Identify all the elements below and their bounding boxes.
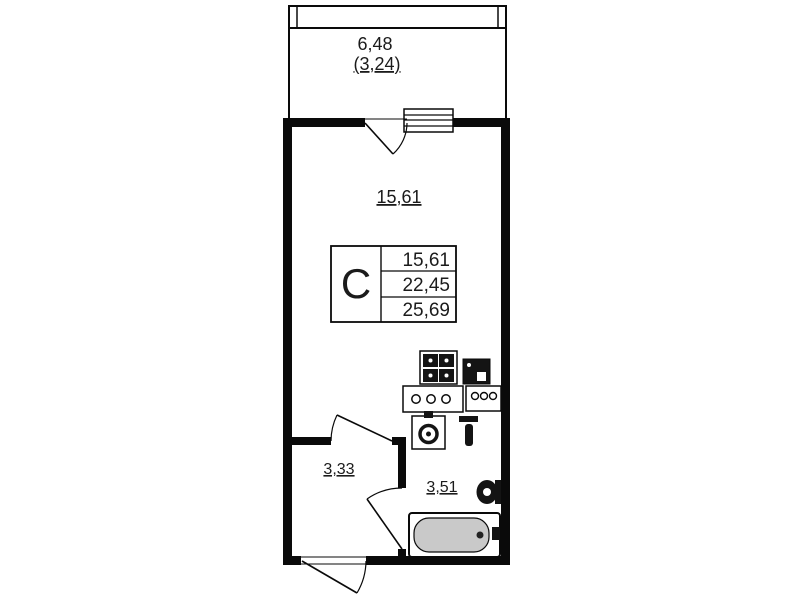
interior-wall-hall-left	[292, 437, 331, 445]
bathtub-inner	[413, 517, 490, 553]
legend-table: C 15,61 22,45 25,69	[330, 245, 457, 323]
balcony-area-label: 6,48	[357, 34, 392, 54]
balcony-reduced-area-label: (3,24)	[353, 54, 400, 74]
kitchen-fixtures	[402, 350, 502, 450]
sink-drain-ring	[418, 423, 439, 445]
stove	[419, 350, 458, 385]
balcony-door-arc	[392, 122, 408, 155]
legend-row-living-area: 15,61	[402, 250, 450, 271]
legend-row-apartment-area: 22,45	[402, 275, 450, 296]
bathroom-door-leaf	[366, 498, 403, 550]
entry-door-arc	[356, 560, 367, 594]
hallway-door	[330, 414, 393, 442]
living-room-area-label: 15,61	[376, 187, 421, 207]
wall-bottom-right	[366, 556, 510, 565]
balcony-door-leaf	[364, 122, 394, 155]
bathroom-fixtures	[408, 480, 501, 558]
bathtub-mixer	[492, 527, 500, 540]
burner-dot	[444, 358, 449, 363]
wall-top-right	[452, 118, 510, 127]
sink-tap	[424, 411, 433, 418]
water-heater-bar	[459, 416, 478, 422]
hallway-door-leaf	[336, 414, 393, 442]
wall-left	[283, 118, 292, 565]
interior-wall-hall-right	[392, 437, 406, 445]
oven-dot	[467, 363, 471, 367]
burner-dot	[428, 358, 433, 363]
oven	[462, 358, 491, 385]
window-symbol	[403, 108, 454, 133]
bathroom-door-arc	[366, 487, 403, 500]
toilet-bowl-center	[483, 488, 491, 496]
hallway-door-arc	[330, 414, 338, 442]
legend-box	[330, 245, 457, 323]
interior-walls	[292, 437, 406, 556]
bathtub	[408, 512, 501, 558]
kitchen-sink	[411, 411, 446, 450]
wall-right	[501, 118, 510, 565]
burner-dot	[428, 373, 433, 378]
kitchen-counter	[402, 385, 464, 413]
outer-walls	[283, 118, 510, 565]
counter-body	[402, 385, 464, 413]
entry-door-leaf	[301, 560, 358, 594]
bathtub-drain	[476, 531, 484, 539]
counter-knob	[441, 394, 451, 404]
water-heater-body	[465, 424, 473, 446]
bathroom-area-label: 3,51	[426, 479, 457, 496]
toilet	[476, 480, 501, 504]
burner-dot	[444, 373, 449, 378]
counter-knob	[426, 394, 436, 404]
interior-wall-bath-bottom	[398, 549, 406, 556]
wall-top-left	[283, 118, 365, 127]
hallway-area-label: 3,33	[323, 461, 354, 478]
legend-row-total-area: 25,69	[402, 300, 450, 321]
wall-bottom-left	[283, 556, 301, 565]
toilet-tank	[495, 480, 501, 504]
legend-type-letter: C	[341, 260, 371, 307]
oven-window	[477, 372, 486, 381]
balcony: 6,48 (3,24)	[288, 5, 507, 118]
washer-dial	[470, 391, 480, 401]
balcony-door	[364, 118, 408, 155]
sink-drain-dot	[426, 431, 431, 437]
entry-door	[301, 556, 367, 594]
washer-dial	[488, 391, 498, 401]
washer-dial	[479, 391, 489, 401]
interior-wall-bath-top	[398, 445, 406, 488]
water-heater	[459, 416, 478, 446]
bathroom-door	[366, 487, 403, 550]
washing-machine	[465, 385, 502, 412]
balcony-glazing-band	[288, 5, 507, 29]
counter-knob	[411, 394, 421, 404]
